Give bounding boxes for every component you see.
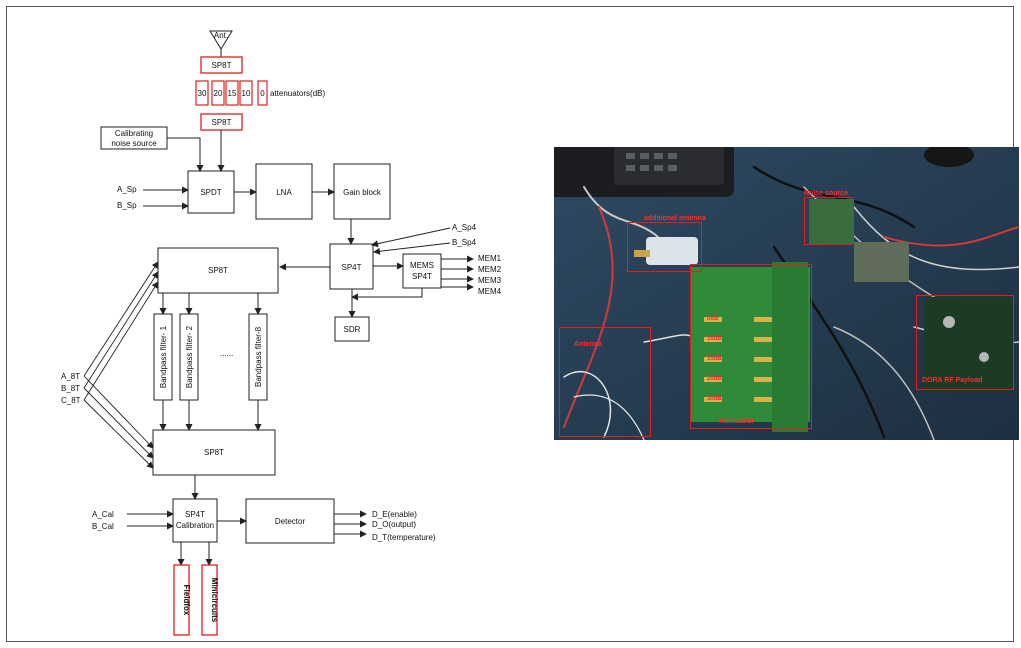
attenuator-0-label: 0 bbox=[260, 89, 265, 98]
d-o-label: D_O(output) bbox=[372, 520, 416, 529]
payload-label: DORA RF Payload bbox=[922, 377, 982, 384]
a-8t-label: A_8T bbox=[61, 372, 80, 381]
cal-noise-source-label-2: noise source bbox=[111, 139, 157, 148]
mem2-label: MEM2 bbox=[478, 265, 502, 274]
antenna-symbol: Ant. bbox=[210, 31, 232, 49]
hardware-photo: additional antenna Noise source Antenna … bbox=[554, 147, 1019, 440]
a-sp4-label: A_Sp4 bbox=[452, 223, 477, 232]
a-cal-label: A_Cal bbox=[92, 510, 114, 519]
gain-block-label: Gain block bbox=[343, 188, 382, 197]
atten-20db-label: 20dB bbox=[707, 376, 722, 382]
d-e-label: D_E(enable) bbox=[372, 510, 417, 519]
attenuator-10-label: 10 bbox=[242, 89, 251, 98]
attenuator-15-label: 15 bbox=[228, 89, 237, 98]
mems-label-2: SP4T bbox=[412, 272, 432, 281]
noise-source-label: Noise source bbox=[804, 190, 848, 197]
attenuator-row: 30 20 15 10 0 attenuators(dB) bbox=[196, 81, 325, 105]
mem3-label: MEM3 bbox=[478, 276, 502, 285]
d-t-label: D_T(temperature) bbox=[372, 533, 436, 542]
attenuator-label-photo: Attenuator bbox=[719, 418, 754, 425]
bandpass-filter-1-label: Bandpass filter- 1 bbox=[159, 325, 168, 388]
mem4-label: MEM4 bbox=[478, 287, 502, 296]
sp4t-calibration-label-2: Calibration bbox=[176, 521, 214, 530]
antenna-label-photo: Antenna bbox=[574, 341, 602, 348]
atten-15db-label: 15dB bbox=[707, 356, 722, 362]
mems-sp4t-box bbox=[403, 254, 441, 288]
b-cal-label: B_Cal bbox=[92, 522, 114, 531]
payload-highlight bbox=[916, 295, 1014, 390]
filter-ellipsis: ...... bbox=[220, 349, 233, 358]
attenuator-highlight bbox=[690, 264, 812, 429]
antenna-label: Ant. bbox=[214, 31, 228, 40]
detector-label: Detector bbox=[275, 517, 306, 526]
additional-antenna-label: additional antenna bbox=[644, 215, 706, 222]
attenuators-caption: attenuators(dB) bbox=[270, 89, 325, 98]
bandpass-filter-2-label: Bandpass filter- 2 bbox=[185, 325, 194, 388]
atten-0db-label: 0dB bbox=[707, 316, 718, 322]
antenna-highlight bbox=[559, 327, 651, 437]
spdt-label: SPDT bbox=[200, 188, 221, 197]
block-diagram: Ant. SP8T 30 20 15 10 0 attenuators(dB) … bbox=[0, 0, 520, 648]
bandpass-filter-8-label: Bandpass filter-8 bbox=[254, 326, 263, 387]
control-fan-lines bbox=[84, 262, 158, 468]
atten-10db-label: 10dB bbox=[707, 336, 722, 342]
b-sp-label: B_Sp bbox=[117, 201, 137, 210]
a-sp-label: A_Sp bbox=[117, 185, 137, 194]
attenuator-20-label: 20 bbox=[214, 89, 223, 98]
b-sp4-label: B_Sp4 bbox=[452, 238, 477, 247]
atten-30db-label: 30dB bbox=[707, 396, 722, 402]
sp8t-lower-label: SP8T bbox=[204, 448, 224, 457]
sdr-label: SDR bbox=[344, 325, 361, 334]
attenuator-30-label: 30 bbox=[198, 89, 207, 98]
lna-label: LNA bbox=[276, 188, 292, 197]
sp8t-second-label: SP8T bbox=[211, 118, 231, 127]
c-8t-label: C_8T bbox=[61, 396, 81, 405]
sp8t-top-label: SP8T bbox=[211, 61, 231, 70]
b-8t-label: B_8T bbox=[61, 384, 80, 393]
sp4t-label: SP4T bbox=[341, 263, 361, 272]
sp8t-upper-label: SP8T bbox=[208, 266, 228, 275]
cal-noise-source-label-1: Calibrating bbox=[115, 129, 153, 138]
mems-label-1: MEMS bbox=[410, 261, 434, 270]
mem1-label: MEM1 bbox=[478, 254, 502, 263]
minicircuits-label: Minicircuits bbox=[210, 578, 219, 623]
fieldfox-label: Fieldfox bbox=[182, 585, 191, 616]
noise-source-highlight bbox=[804, 197, 852, 245]
sp4t-calibration-label-1: SP4T bbox=[185, 510, 205, 519]
